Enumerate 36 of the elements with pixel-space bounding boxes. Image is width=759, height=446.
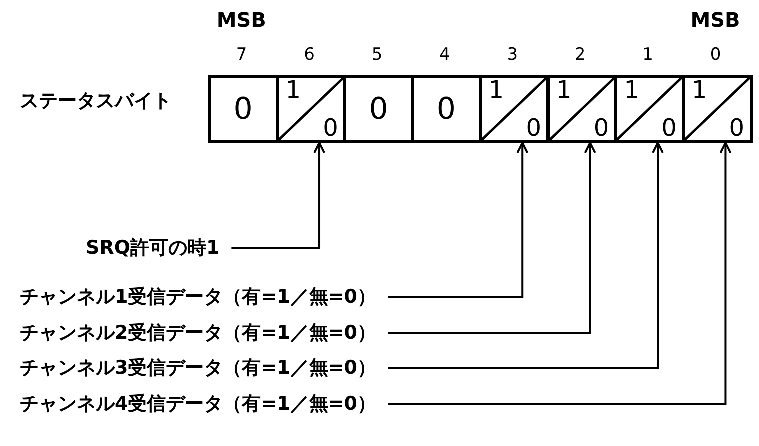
bit-cell bbox=[208, 75, 279, 143]
bit-number: 5 bbox=[370, 45, 384, 65]
leader-text: チャンネル4受信データ（有=1／無=0） bbox=[20, 392, 377, 416]
bit-value: 1 bbox=[624, 78, 640, 102]
leader-arrow bbox=[388, 142, 529, 298]
bit-number: 2 bbox=[574, 45, 587, 65]
leader-arrow bbox=[388, 142, 596, 334]
bit-number: 0 bbox=[709, 45, 722, 65]
leader-text: チャンネル2受信データ（有=1／無=0） bbox=[20, 321, 377, 345]
bit-number: 3 bbox=[506, 45, 520, 65]
bit-value: 0 bbox=[594, 116, 610, 140]
bit-number: 6 bbox=[303, 45, 316, 65]
bit-number: 1 bbox=[642, 45, 654, 65]
bit-value: 0 bbox=[526, 116, 542, 140]
leader-text: チャンネル3受信データ（有=1／無=0） bbox=[20, 356, 377, 380]
bit-value: 1 bbox=[556, 78, 572, 102]
register-label: ステータスバイト bbox=[20, 89, 172, 114]
leader-text: チャンネル1受信データ（有=1／無=0） bbox=[20, 285, 377, 309]
bit-value: 1 bbox=[286, 78, 301, 102]
bit-value: 1 bbox=[692, 78, 708, 102]
bit-cell bbox=[411, 75, 482, 143]
bit-value: 0 bbox=[729, 116, 745, 140]
bit-number: 4 bbox=[438, 45, 452, 65]
leader-text: SRQ許可の時1 bbox=[86, 236, 220, 260]
bit-value: 0 bbox=[323, 116, 338, 140]
bit-value: 0 bbox=[436, 92, 457, 127]
bit-number: 7 bbox=[235, 45, 248, 65]
msb-label: MSB bbox=[690, 8, 740, 32]
bit-value: 0 bbox=[368, 92, 390, 127]
leader-arrow bbox=[388, 142, 732, 405]
leader-arrow bbox=[232, 142, 326, 249]
bit-value: 0 bbox=[232, 92, 254, 127]
msb-label: MSB bbox=[216, 8, 266, 32]
leader-arrow bbox=[388, 142, 664, 369]
bit-value: 1 bbox=[488, 78, 504, 102]
bit-value: 0 bbox=[662, 116, 677, 140]
